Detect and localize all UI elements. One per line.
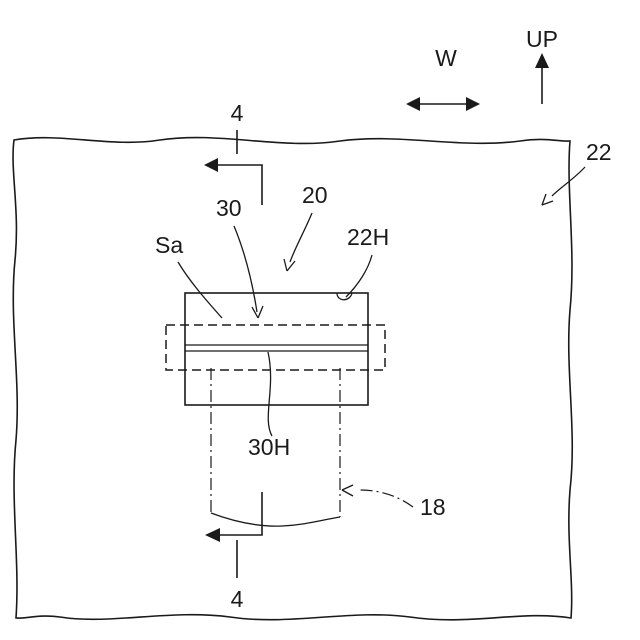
assembly-label: 20 — [302, 182, 328, 208]
assembly-leader — [290, 213, 312, 262]
panel-hole-leader — [346, 255, 372, 297]
assembly-leader-arrow — [284, 259, 295, 271]
harness-leader — [360, 490, 413, 507]
region-label: Sa — [155, 232, 183, 258]
section-marker-bottom — [205, 492, 262, 578]
component-hole-leader — [268, 352, 272, 436]
width-direction-label: W — [435, 45, 457, 71]
panel-outline — [13, 138, 572, 620]
component-hole-label: 30H — [248, 434, 290, 460]
component-leader — [234, 226, 257, 312]
up-direction-arrow — [535, 53, 549, 104]
component-body — [185, 293, 368, 405]
harness-label: 18 — [420, 494, 446, 520]
panel-leader-arrow — [542, 194, 553, 205]
component-leader-arrow — [252, 306, 263, 318]
width-direction-arrow — [406, 97, 480, 111]
region-dashed-outline — [166, 325, 385, 370]
component-label: 30 — [216, 195, 242, 221]
panel-hole-label: 22H — [347, 224, 389, 250]
harness-leader-arrow — [342, 485, 353, 496]
panel-label: 22 — [586, 139, 612, 165]
section-label-top: 4 — [231, 100, 244, 126]
section-label-bottom: 4 — [231, 586, 244, 612]
up-direction-label: UP — [526, 26, 558, 52]
